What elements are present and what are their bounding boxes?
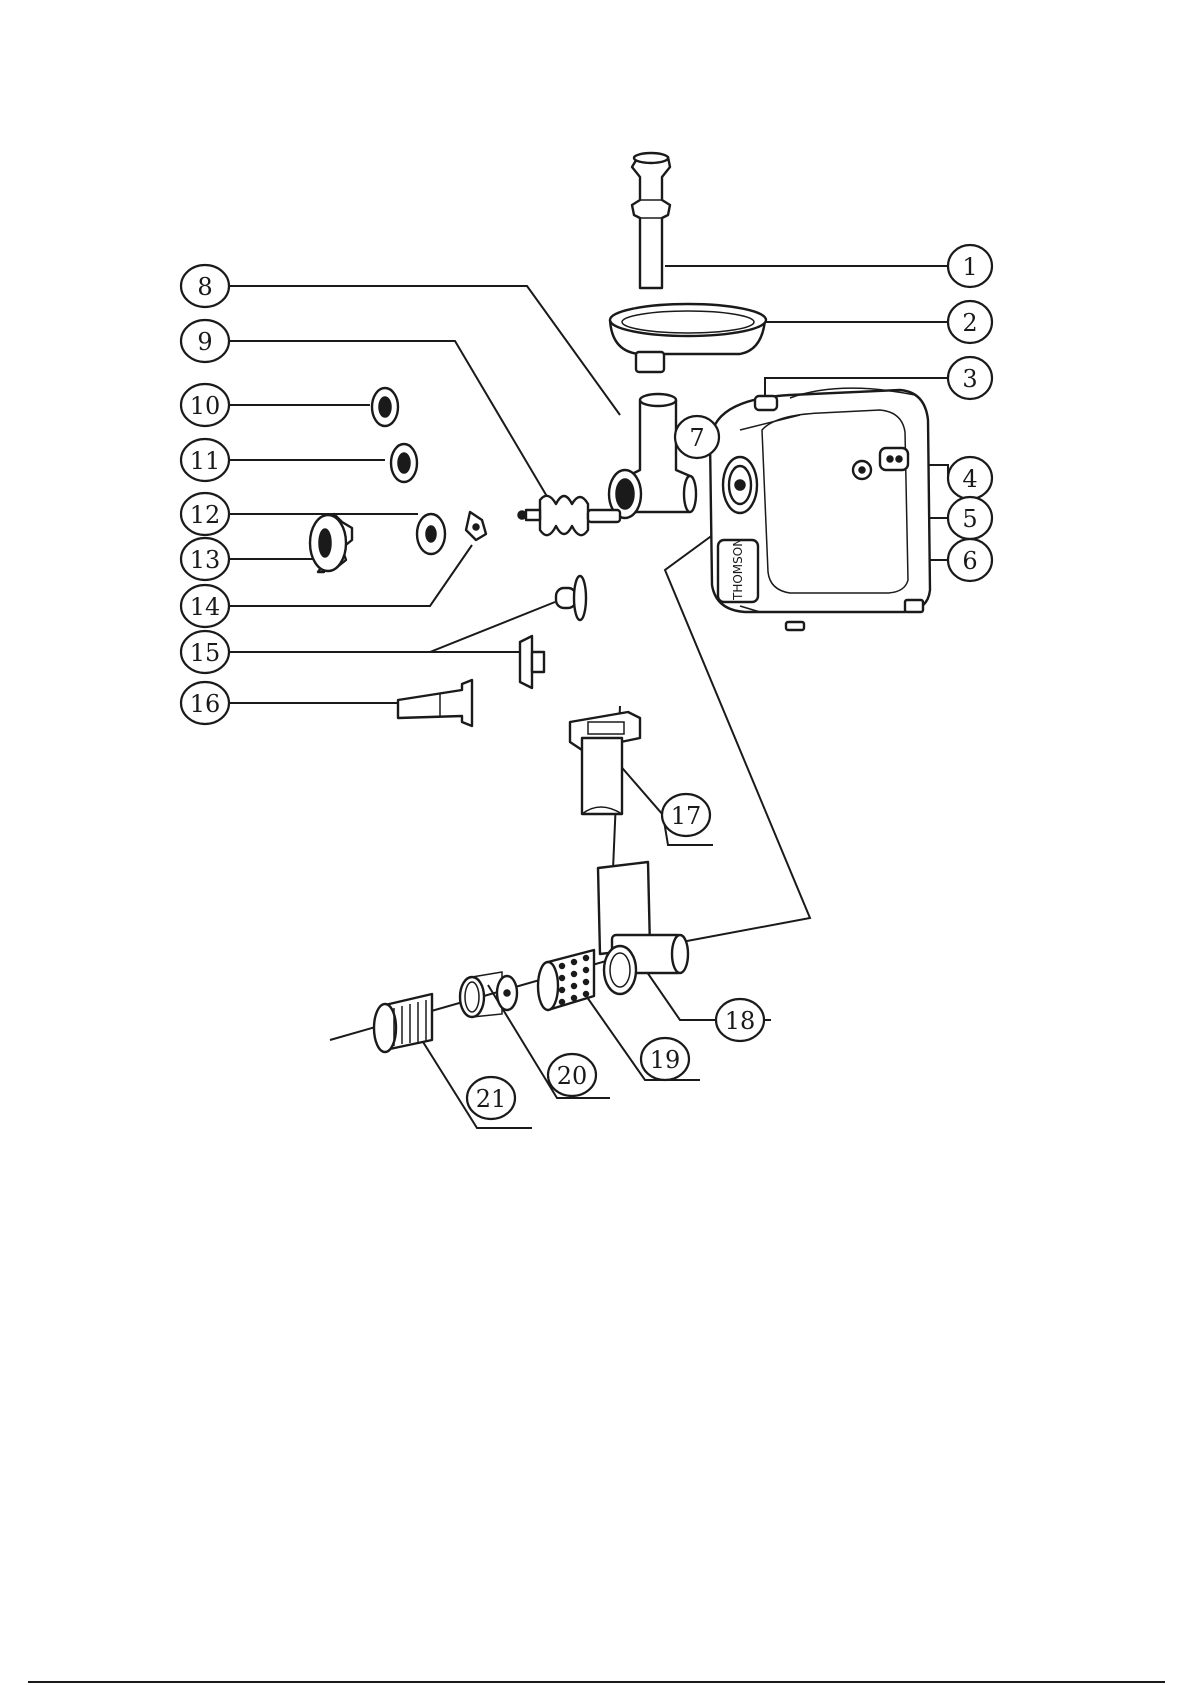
callout-20: 20 (548, 1054, 596, 1096)
svg-text:21: 21 (476, 1085, 507, 1113)
callout-13: 13 (181, 538, 229, 580)
callout-8: 8 (181, 265, 229, 307)
callout-19: 19 (641, 1038, 689, 1080)
svg-text:9: 9 (197, 328, 212, 356)
svg-text:3: 3 (962, 365, 977, 393)
svg-text:18: 18 (725, 1007, 756, 1035)
svg-text:20: 20 (557, 1062, 588, 1090)
svg-text:13: 13 (190, 546, 221, 574)
callout-18: 18 (716, 999, 764, 1041)
brand-logo-text: THOMSON (731, 538, 745, 601)
mincer-head (609, 394, 696, 518)
callout-1: 1 (948, 245, 992, 287)
reverse-button (880, 448, 908, 470)
callout-5: 5 (948, 497, 992, 539)
callout-14: 14 (181, 585, 229, 627)
release-button (853, 461, 871, 479)
svg-text:17: 17 (671, 802, 702, 830)
svg-text:16: 16 (190, 690, 221, 718)
power-switch (755, 396, 777, 410)
svg-text:1: 1 (962, 253, 977, 281)
callout-9: 9 (181, 320, 229, 362)
svg-text:15: 15 (190, 639, 221, 667)
locking-ring (310, 514, 352, 572)
pusher (632, 153, 670, 288)
svg-text:4: 4 (962, 465, 977, 493)
cutting-plate-coarse (372, 388, 398, 426)
callout-21: 21 (467, 1077, 515, 1119)
svg-text:11: 11 (190, 447, 221, 475)
svg-text:19: 19 (650, 1046, 681, 1074)
drive-socket (723, 457, 757, 513)
shredder-pusher (570, 712, 640, 814)
svg-text:10: 10 (190, 392, 221, 420)
cutting-plate-fine (417, 514, 445, 554)
svg-text:14: 14 (190, 593, 221, 621)
callout-11: 11 (181, 439, 229, 481)
svg-text:2: 2 (962, 309, 977, 337)
svg-text:7: 7 (689, 424, 704, 452)
shredder-body (598, 862, 688, 994)
callout-2: 2 (948, 301, 992, 343)
feeding-tray (610, 304, 766, 372)
callout-15: 15 (181, 631, 229, 673)
cutting-plate-medium (391, 444, 417, 482)
sausage-attachment (520, 576, 586, 688)
callout-4: 4 (948, 457, 992, 499)
svg-text:12: 12 (190, 501, 221, 529)
svg-text:8: 8 (197, 273, 212, 301)
auger-screw (518, 496, 620, 535)
callout-3: 3 (948, 357, 992, 399)
callout-7: 7 (675, 416, 719, 458)
svg-text:5: 5 (962, 505, 977, 533)
callout-16: 16 (181, 682, 229, 724)
callout-10: 10 (181, 384, 229, 426)
callout-12: 12 (181, 493, 229, 535)
callout-17: 17 (662, 794, 710, 836)
cutting-blade (466, 512, 486, 540)
callout-6: 6 (948, 539, 992, 581)
shredder-drum-medium (538, 950, 594, 1010)
svg-text:6: 6 (962, 547, 977, 575)
sausage-tube (398, 680, 472, 726)
